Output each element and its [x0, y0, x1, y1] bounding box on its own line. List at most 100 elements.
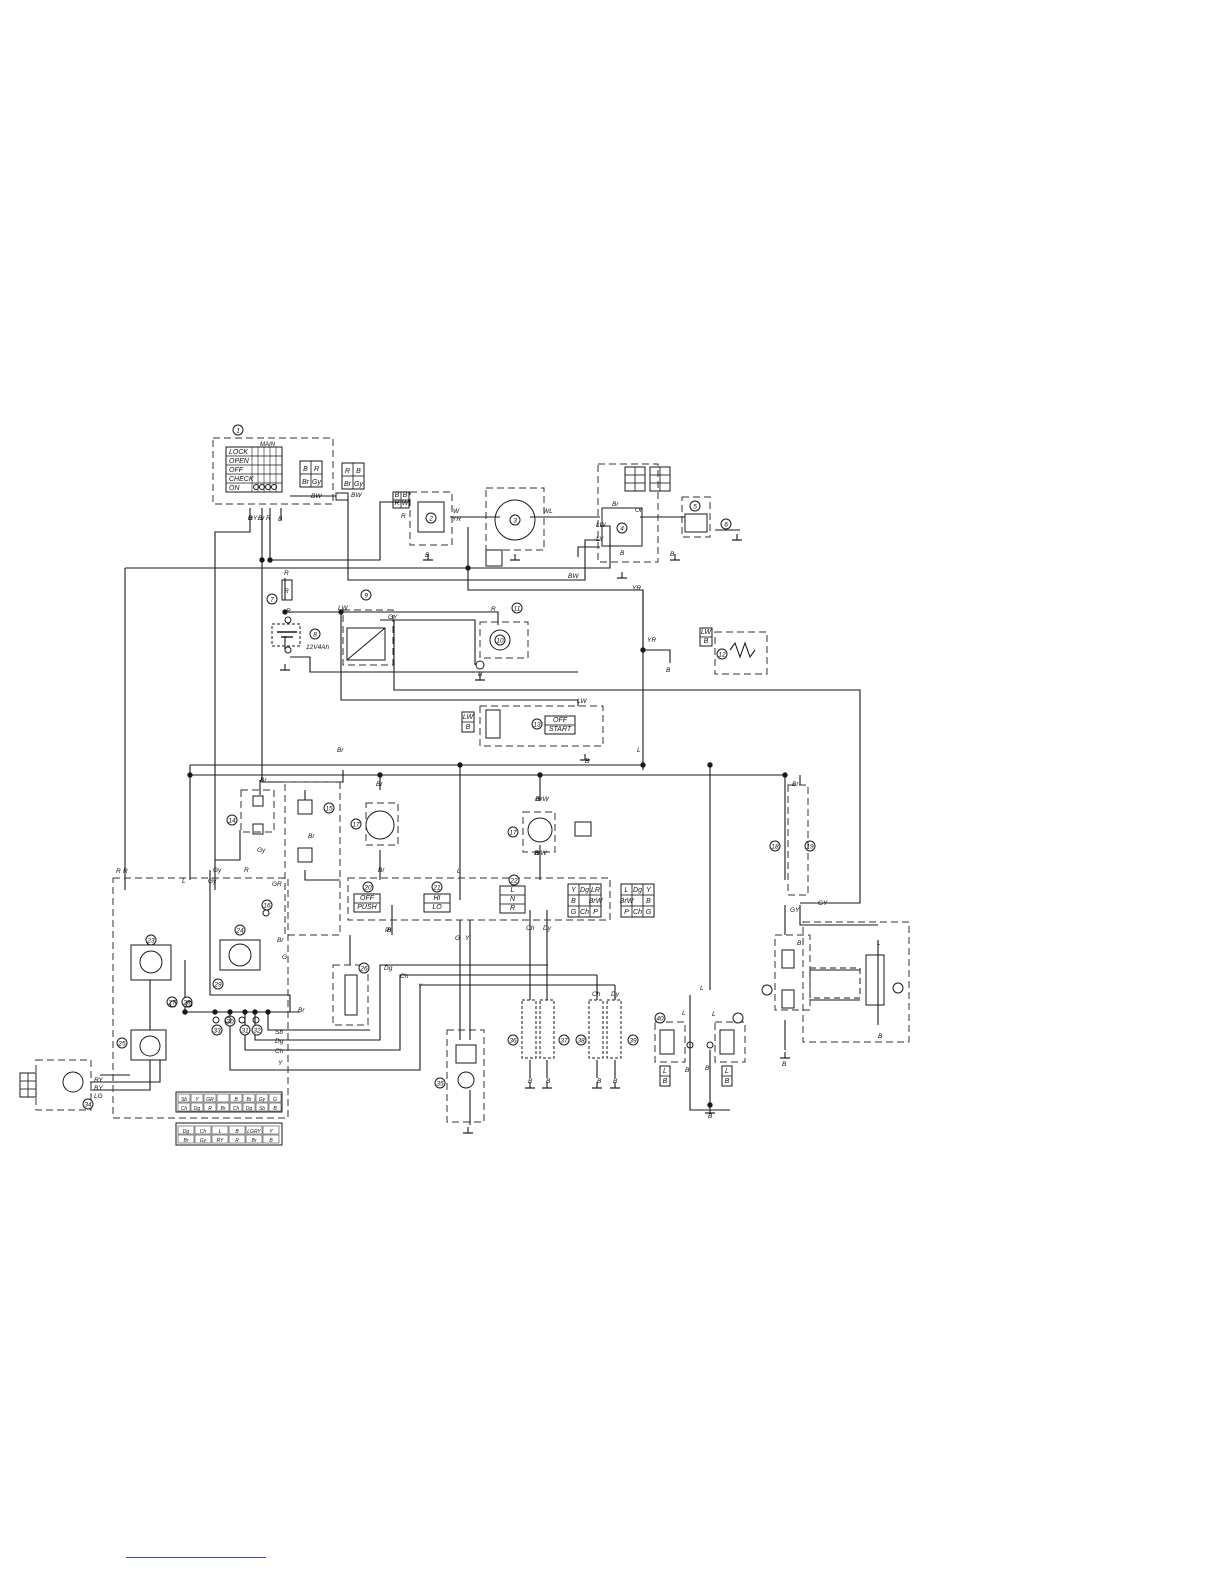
- bottom-connector-a-text: Ch: [233, 1106, 240, 1112]
- component-number-badge: [251, 1024, 263, 1036]
- component-number: 32: [253, 1028, 261, 1035]
- wire-color-label: Br: [376, 781, 383, 788]
- main-connector-mate-text: Br: [344, 481, 352, 488]
- component-number-badge: [558, 1034, 570, 1046]
- component-number-badge: [212, 978, 224, 990]
- bottom-connector-a-cell: [203, 1102, 217, 1112]
- component-number-badge: [716, 648, 728, 660]
- wire-color-label: BrW: [536, 796, 550, 803]
- switch-row-label: ON: [229, 485, 240, 492]
- component-number: 5: [693, 504, 697, 511]
- component-number-badge: [360, 589, 372, 601]
- circle: [224, 1016, 232, 1024]
- bottom-connector-a: [175, 1091, 283, 1113]
- box: [344, 974, 358, 1016]
- ignition-coil-box: [681, 496, 711, 538]
- wire-color-label: GY: [248, 515, 258, 522]
- turn-switch-table-cell: [499, 903, 526, 914]
- component-number: 37: [560, 1038, 568, 1045]
- rear-turn-right-connector-text: B: [725, 1078, 730, 1085]
- cdi-connector-a-cell: [634, 482, 646, 492]
- wire-color-label: LY: [596, 536, 604, 543]
- cdi-box: [597, 463, 659, 563]
- speed-sensor-box: [35, 1059, 92, 1111]
- component-number-badge: [431, 881, 443, 893]
- component-number-badge: [82, 1098, 94, 1110]
- box: [865, 954, 885, 1006]
- wire: [90, 1060, 161, 1083]
- main-connector-mate-text: Gy: [354, 481, 363, 488]
- bottom-connector-b-text: RY: [217, 1138, 224, 1144]
- wire-color-label: YR: [452, 516, 461, 523]
- bottom-connector-a-cell: [190, 1093, 204, 1103]
- bottom-connector-b-text: Br: [252, 1138, 257, 1144]
- meter-gauge-b: [219, 939, 261, 971]
- component-number: 40: [656, 1016, 664, 1023]
- rear-turn-right-connector-cell: [721, 1075, 733, 1087]
- bottom-connector-a-cell: [203, 1093, 217, 1103]
- wire-color-label: Gy: [208, 878, 217, 885]
- bottom-connector-b-text: Gy: [200, 1138, 207, 1144]
- wire: [215, 830, 241, 861]
- start-connector-cell: [461, 721, 475, 733]
- speed-connector-cell: [27, 1072, 37, 1082]
- component-number-badge: [211, 1024, 223, 1036]
- component-number-badge: [531, 718, 543, 730]
- wire: [340, 612, 579, 706]
- wire-color-label: B: [705, 1065, 710, 1072]
- wire-color-label: B: [278, 516, 283, 523]
- rear-turn-left-connector-text: B: [663, 1078, 668, 1085]
- component-number: 4: [620, 526, 624, 533]
- wire-color-label: LW: [596, 522, 606, 529]
- wire-color-label: B: [528, 1078, 533, 1085]
- component-number-badge: [616, 522, 628, 534]
- generator-box: [485, 487, 545, 551]
- circle: [169, 1000, 177, 1008]
- component-number-badge: [511, 602, 523, 614]
- circle: [238, 1016, 246, 1024]
- component-number: 18: [771, 844, 779, 851]
- wire-color-label: W: [453, 508, 460, 515]
- cdi-connector-b-cell: [659, 474, 671, 484]
- wire-color-label: Br: [337, 747, 344, 754]
- turn-switch-table-text: L: [511, 887, 515, 894]
- bottom-connector-a-text: Dg: [194, 1106, 201, 1112]
- switch-row-label: OFF: [229, 467, 244, 474]
- component-number-badge: [309, 628, 321, 640]
- main-connector-mate-text: R: [345, 468, 350, 475]
- wire: [214, 508, 251, 890]
- bottom-connector-a-text: Sb: [259, 1106, 265, 1112]
- wire: [261, 560, 344, 783]
- box: [252, 795, 264, 807]
- component-number-badge: [761, 984, 773, 996]
- circle: [212, 1016, 220, 1024]
- main-connector-text: R: [314, 466, 319, 473]
- wire: [184, 960, 300, 1013]
- circle: [228, 943, 252, 967]
- bottom-connector-b-cell: [194, 1134, 212, 1144]
- bottom-connector-b-text: B: [269, 1138, 273, 1144]
- wire: [642, 590, 671, 663]
- rear-turn-right-connector-text: L: [725, 1068, 729, 1075]
- box: [781, 989, 795, 1009]
- wire: [347, 496, 600, 581]
- rectifier-connector-text: B: [395, 492, 400, 499]
- component-number: 11: [514, 606, 521, 613]
- wire-color-label: R: [284, 570, 289, 577]
- wire-color-label: B: [620, 550, 625, 557]
- push-switch-table-text: OFF: [360, 895, 375, 902]
- wire-color-label: Br: [535, 796, 542, 803]
- wire-color-label: L: [682, 1010, 686, 1017]
- junction-dot: [227, 1009, 233, 1015]
- wire: [304, 870, 340, 881]
- component-number: 13: [533, 722, 541, 729]
- bottom-connector-a-text: Gy: [259, 1097, 266, 1103]
- wire-color-label: B: [478, 671, 483, 678]
- main-connector-text: Gy: [312, 479, 321, 486]
- turn-connector-b-text: Dg: [633, 887, 642, 894]
- component-number-badge: [266, 593, 278, 605]
- wire-color-label: LW: [338, 605, 348, 612]
- main-switch-header: MAIN: [260, 442, 276, 448]
- wire-color-label: B: [258, 515, 263, 522]
